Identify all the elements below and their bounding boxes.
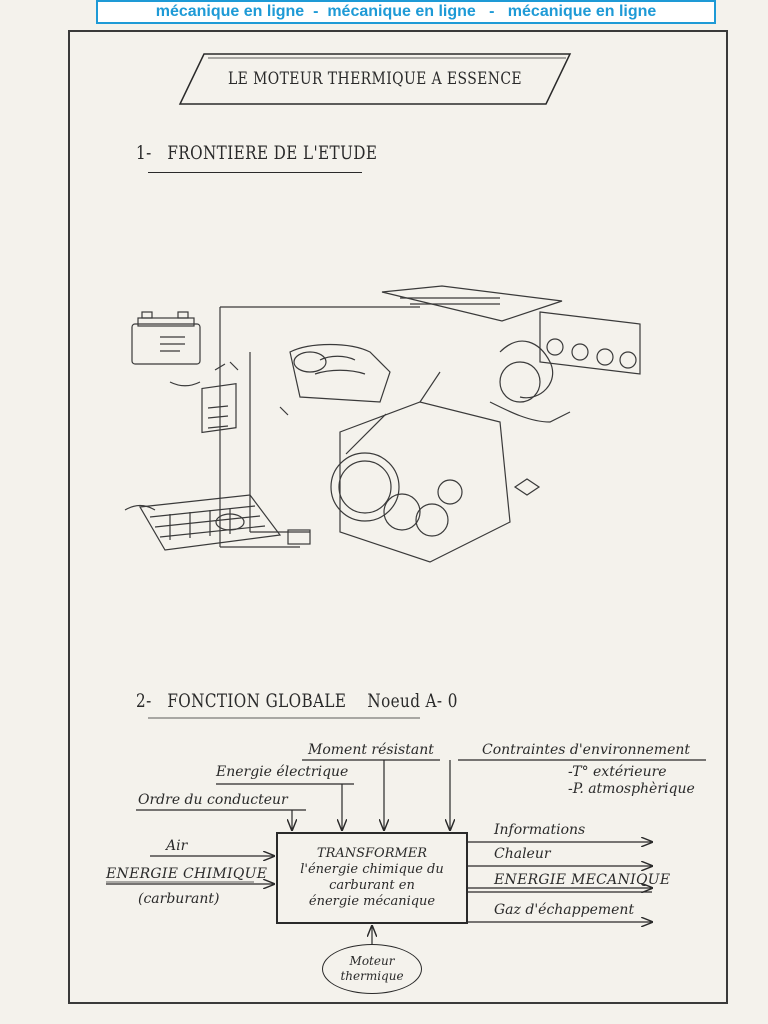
- engine-block-drawing: [330, 371, 511, 563]
- process-line-3: carburant en: [329, 878, 415, 893]
- label-energie-mecanique: ENERGIE MECANIQUE: [494, 872, 671, 888]
- section-1-heading: 1- FRONTIERE DE L'ETUDE: [136, 142, 377, 164]
- label-carburant: (carburant): [138, 891, 220, 907]
- label-contraintes: Contraintes d'environnement: [482, 742, 691, 758]
- arrow-ordre-conducteur: [136, 809, 306, 830]
- section-2-heading: 2- FONCTION GLOBALE Noeud A- 0: [136, 690, 458, 712]
- section-1-number: 1-: [136, 142, 152, 164]
- cam-cover-drawing: [381, 285, 563, 322]
- section-2-title: FONCTION GLOBALE: [167, 690, 347, 712]
- label-energie-chimique: ENERGIE CHIMIQUE: [106, 866, 268, 882]
- radiator-drawing: [124, 494, 282, 551]
- label-informations: Informations: [494, 822, 586, 838]
- mechanism-line-1: Moteur: [349, 954, 395, 968]
- label-pression: -P. atmosphèrique: [568, 781, 695, 797]
- label-ordre-conducteur: Ordre du conducteur: [138, 792, 288, 808]
- process-line-1: TRANSFORMER: [316, 846, 428, 861]
- arrow-energie-mecanique: [468, 888, 652, 892]
- site-banner[interactable]: mécanique en ligne - mécanique en ligne …: [96, 0, 716, 24]
- page-frame: [68, 30, 728, 1004]
- process-line-2: l'énergie chimique du: [300, 862, 444, 877]
- section-2-node: Noeud A- 0: [367, 690, 458, 712]
- mechanism-moteur-thermique: Moteur thermique: [322, 944, 422, 994]
- control-unit-drawing: [201, 383, 237, 434]
- arrow-contraintes: [450, 759, 706, 830]
- label-moment-resistant: Moment résistant: [308, 742, 434, 758]
- title-box: LE MOTEUR THERMIQUE A ESSENCE: [178, 52, 572, 106]
- section-1-title: FRONTIERE DE L'ETUDE: [167, 142, 378, 164]
- arrow-energie-electrique: [216, 783, 354, 830]
- label-air: Air: [166, 838, 188, 854]
- arrow-moment-resistant: [302, 759, 440, 830]
- label-chaleur: Chaleur: [494, 846, 551, 862]
- canister-drawing: [287, 529, 311, 545]
- section-2-number: 2-: [136, 690, 152, 712]
- process-box-transformer: TRANSFORMER l'énergie chimique du carbur…: [276, 832, 468, 924]
- battery-drawing: [131, 311, 201, 365]
- document-title: LE MOTEUR THERMIQUE A ESSENCE: [227, 69, 523, 89]
- title-parallelogram: [178, 53, 572, 105]
- process-line-4: énergie mécanique: [308, 894, 436, 909]
- sensor-drawing: [513, 478, 541, 496]
- intake-manifold-drawing: [289, 343, 391, 403]
- section-1-underline: [148, 172, 362, 173]
- label-temperature: -T° extérieure: [568, 764, 667, 780]
- exhaust-manifold-drawing: [489, 311, 641, 423]
- engine-illustration: [124, 285, 641, 563]
- label-energie-electrique: Energie électrique: [216, 764, 349, 780]
- mechanism-line-2: thermique: [340, 969, 404, 983]
- label-gaz-echappement: Gaz d'échappement: [494, 902, 635, 918]
